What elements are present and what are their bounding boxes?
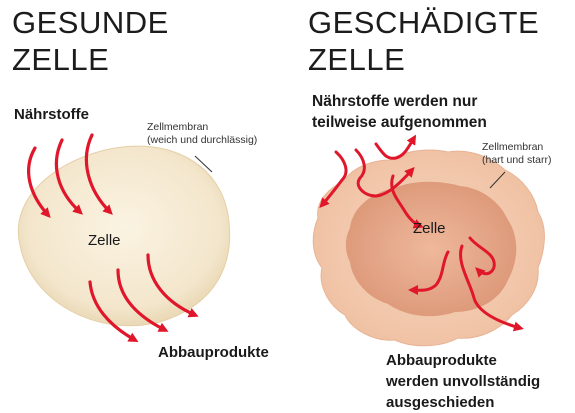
damaged-nutrients-label: Nährstoffe werden nur teilweise aufgenom… [312,91,487,133]
damaged-membrane-label: Zellmembran (hart und starr) [482,141,551,167]
damaged-membrane-line1: Zellmembran [482,141,551,154]
healthy-nutrients-label: Nährstoffe [14,106,89,123]
damaged-waste-line1: Abbauprodukte [386,350,540,371]
damaged-membrane-line2: (hart und starr) [482,154,551,167]
healthy-title-line1: GESUNDE [12,4,169,41]
damaged-waste-line2: werden unvollständig [386,371,540,392]
healthy-membrane-label: Zellmembran (weich und durchlässig) [147,121,257,147]
damaged-nutrients-line1: Nährstoffe werden nur [312,91,487,112]
healthy-title-line2: ZELLE [12,41,169,78]
damaged-title-line1: GESCHÄDIGTE [308,4,539,41]
healthy-cell-shape [18,146,229,326]
damaged-waste-line3: ausgeschieden [386,392,540,413]
healthy-cell-label: Zelle [88,232,121,249]
healthy-membrane-line1: Zellmembran [147,121,257,134]
healthy-cell-title: GESUNDE ZELLE [12,4,169,78]
healthy-waste-label: Abbauprodukte [158,344,269,361]
damaged-nutrients-line2: teilweise aufgenommen [312,112,487,133]
damaged-cell-title: GESCHÄDIGTE ZELLE [308,4,539,78]
damaged-title-line2: ZELLE [308,41,539,78]
damaged-waste-label: Abbauprodukte werden unvollständig ausge… [386,350,540,413]
healthy-membrane-line2: (weich und durchlässig) [147,134,257,147]
damaged-cell-label: Zelle [413,220,446,237]
